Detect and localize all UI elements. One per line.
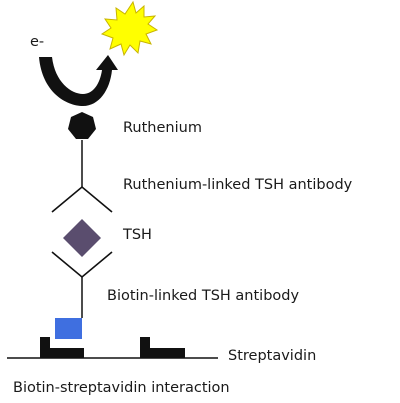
electron-label: e- <box>30 34 45 50</box>
light-burst-icon <box>100 0 159 57</box>
streptavidin-label: Streptavidin <box>228 348 317 364</box>
biotin-antibody-label: Biotin-linked TSH antibody <box>107 288 300 304</box>
step-block-icon <box>140 337 185 358</box>
curved-arrow-icon <box>39 55 118 106</box>
interaction-label: Biotin-streptavidin interaction <box>13 380 230 396</box>
ruthenium-label: Ruthenium <box>123 120 202 136</box>
ruthenium-antibody-shape <box>51 185 113 213</box>
heptagon-icon <box>68 112 96 139</box>
tsh-label: TSH <box>123 227 152 243</box>
diamond-icon <box>63 219 101 257</box>
square-icon <box>55 318 82 339</box>
step-block-icon <box>40 337 84 358</box>
ruthenium-antibody-label: Ruthenium-linked TSH antibody <box>123 177 353 193</box>
